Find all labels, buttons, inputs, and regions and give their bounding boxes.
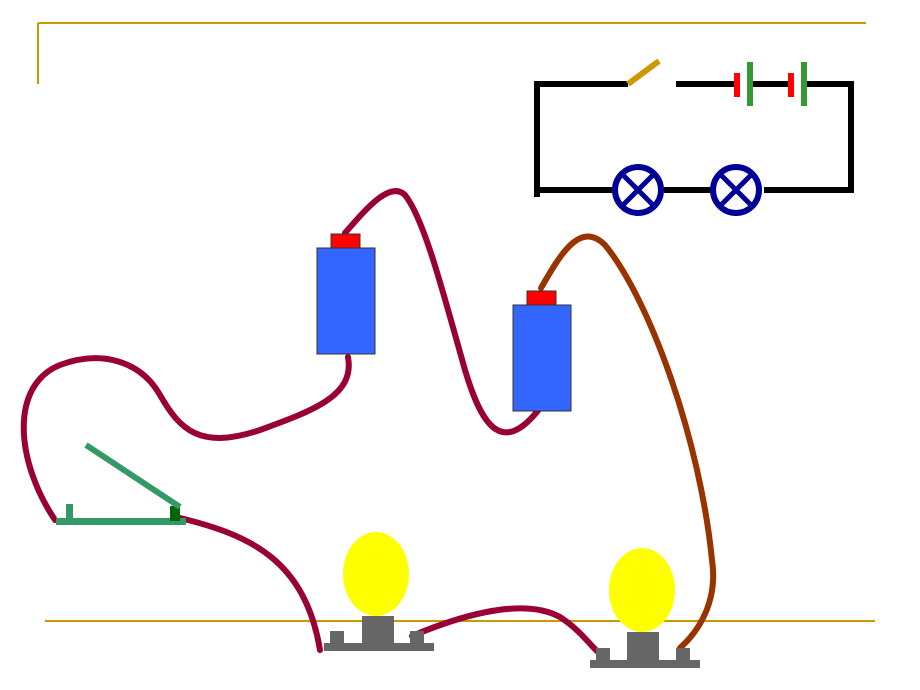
bulb-terminal-right — [410, 631, 424, 645]
schematic-switch-lever — [626, 58, 661, 87]
switch-left-post — [66, 504, 73, 520]
bulb-base-plate — [324, 643, 434, 651]
knife-switch — [56, 442, 186, 525]
bulb-glass — [609, 548, 675, 632]
bulb-1 — [324, 532, 434, 651]
battery-1 — [316, 233, 376, 355]
wire-battery2-to-bulb2 — [538, 233, 717, 651]
bulb-glass — [343, 532, 409, 616]
wire-bulb1-to-bulb2 — [409, 605, 601, 655]
bulb-terminal-left — [596, 648, 610, 662]
switch-right-contact — [170, 506, 180, 521]
battery-cap — [330, 233, 361, 249]
wire-switch-to-bulb1 — [177, 515, 323, 653]
physical-circuit — [20, 188, 717, 668]
wire-battery1-to-battery2 — [342, 188, 543, 436]
battery-body — [316, 247, 376, 355]
schematic-lamp-1 — [612, 164, 664, 216]
battery-cap — [526, 290, 557, 306]
switch-lever — [84, 442, 182, 510]
bulb-base-plate — [590, 660, 700, 668]
schematic-wire — [534, 81, 854, 197]
wire-battery1-to-left — [20, 354, 352, 523]
bulb-terminal-left — [330, 631, 344, 645]
switch-base — [56, 518, 186, 525]
schematic-battery-cell-1 — [734, 62, 753, 106]
bulb-socket — [362, 616, 394, 648]
bulb-2 — [590, 548, 700, 668]
schematic-diagram — [534, 58, 854, 216]
slide-frame — [37, 22, 875, 622]
schematic-battery-cell-2 — [788, 62, 807, 106]
battery-body — [512, 304, 572, 412]
battery-2 — [512, 290, 572, 412]
bulb-terminal-right — [676, 648, 690, 662]
schematic-lamp-2 — [710, 164, 762, 216]
bulb-socket — [627, 632, 659, 662]
